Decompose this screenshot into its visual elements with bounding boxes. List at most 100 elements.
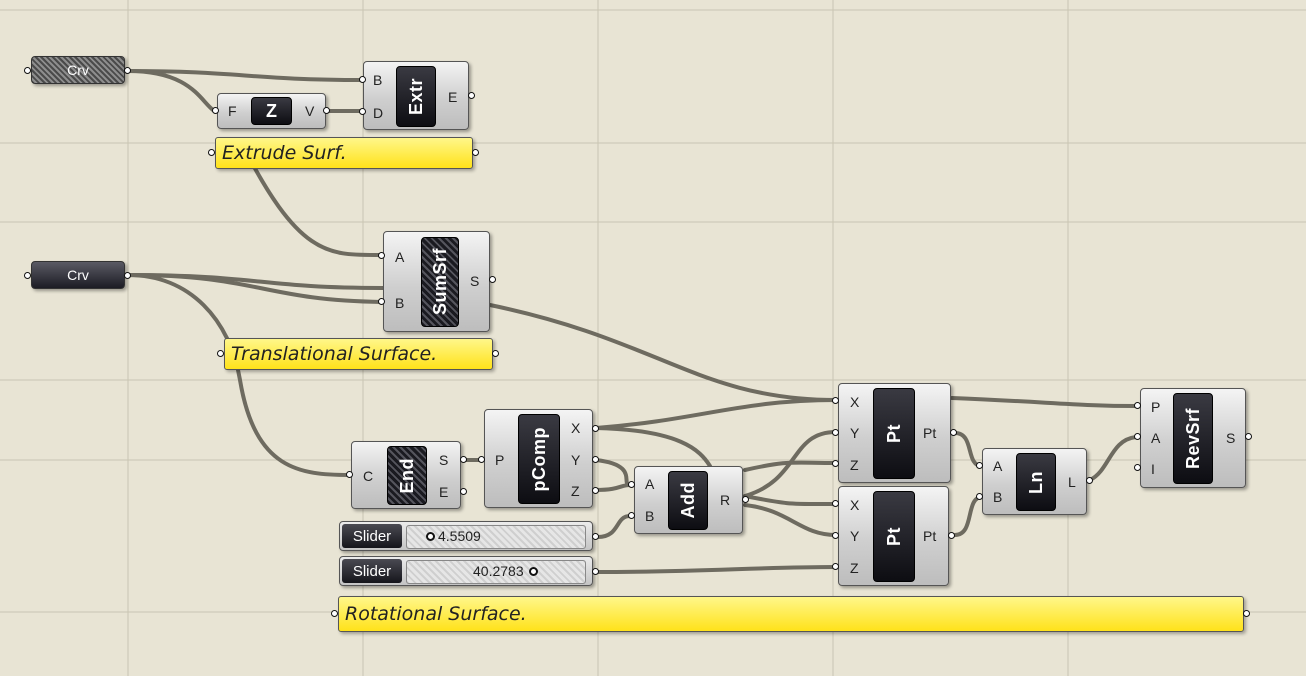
input-grip[interactable] — [24, 272, 31, 279]
component-core: Add — [668, 471, 708, 530]
output-label: L — [1068, 474, 1076, 490]
slider-track[interactable] — [406, 525, 586, 549]
slider-track[interactable] — [406, 560, 586, 584]
construct-point-component-2[interactable]: X Y Z Pt Pt — [838, 486, 949, 586]
output-label: R — [720, 492, 731, 508]
input-grip[interactable] — [331, 610, 338, 617]
note-rotational[interactable]: Rotational Surface. — [338, 596, 1244, 632]
line-component[interactable]: A B Ln L — [982, 448, 1087, 515]
end-points-component[interactable]: C End S E — [351, 441, 461, 509]
input-label: A — [395, 249, 405, 265]
note-extrude[interactable]: Extrude Surf. — [215, 137, 473, 169]
output-grip[interactable] — [950, 429, 957, 436]
output-grip[interactable] — [592, 568, 599, 575]
input-grip[interactable] — [832, 460, 839, 467]
output-grip[interactable] — [489, 276, 496, 283]
curve-param[interactable]: Crv — [31, 56, 125, 84]
component-core: RevSrf — [1173, 393, 1213, 484]
input-grip[interactable] — [1134, 433, 1141, 440]
decompose-point-component[interactable]: P pComp X Y Z — [484, 409, 593, 508]
output-label: X — [571, 420, 581, 436]
extrude-component[interactable]: B D Extr E — [363, 61, 469, 130]
input-grip[interactable] — [378, 252, 385, 259]
output-grip[interactable] — [592, 533, 599, 540]
input-grip[interactable] — [24, 67, 31, 74]
number-slider[interactable]: Slider 40.2783 — [339, 556, 593, 586]
output-grip[interactable] — [460, 488, 467, 495]
component-core: pComp — [518, 414, 560, 504]
input-grip[interactable] — [628, 481, 635, 488]
input-grip[interactable] — [976, 462, 983, 469]
slider-value: 40.2783 — [473, 563, 524, 579]
output-grip[interactable] — [1243, 610, 1250, 617]
input-label: Z — [850, 560, 859, 576]
output-grip[interactable] — [472, 149, 479, 156]
input-grip[interactable] — [832, 500, 839, 507]
output-grip[interactable] — [124, 67, 131, 74]
output-grip[interactable] — [468, 92, 475, 99]
input-grip[interactable] — [832, 397, 839, 404]
component-core: Extr — [396, 66, 436, 127]
output-label: E — [448, 89, 458, 105]
output-label: Y — [571, 452, 581, 468]
component-name: SumSrf — [429, 248, 450, 316]
output-label: E — [439, 484, 449, 500]
unit-z-component[interactable]: F Z V — [217, 93, 326, 129]
output-grip[interactable] — [948, 532, 955, 539]
input-label: F — [228, 103, 237, 119]
output-grip[interactable] — [742, 496, 749, 503]
curve-param[interactable]: Crv — [31, 261, 125, 289]
output-grip[interactable] — [492, 350, 499, 357]
note-translational[interactable]: Translational Surface. — [224, 338, 493, 370]
input-label: B — [395, 295, 405, 311]
component-name: Pt — [883, 527, 904, 546]
input-label: X — [850, 497, 860, 513]
input-grip[interactable] — [478, 456, 485, 463]
output-grip[interactable] — [592, 487, 599, 494]
output-grip[interactable] — [460, 456, 467, 463]
input-grip[interactable] — [628, 512, 635, 519]
input-grip[interactable] — [378, 298, 385, 305]
component-core: Z — [251, 97, 292, 125]
slider-name: Slider — [342, 559, 402, 583]
revolution-surface-component[interactable]: P A I RevSrf S — [1140, 388, 1246, 488]
component-name: pComp — [528, 426, 549, 492]
construct-point-component-1[interactable]: X Y Z Pt Pt — [838, 383, 951, 483]
input-grip[interactable] — [1134, 402, 1141, 409]
component-name: End — [396, 457, 417, 494]
output-grip[interactable] — [1086, 477, 1093, 484]
input-grip[interactable] — [217, 350, 224, 357]
slider-value-row: 4.5509 — [426, 525, 481, 547]
component-name: Ln — [1025, 470, 1046, 494]
component-name: Z — [266, 100, 277, 121]
sum-surface-component[interactable]: A B SumSrf S — [383, 231, 490, 332]
slider-knob[interactable] — [426, 531, 435, 541]
output-grip[interactable] — [323, 107, 330, 114]
input-label: D — [373, 105, 384, 121]
input-grip[interactable] — [212, 107, 219, 114]
component-name: Pt — [883, 424, 904, 443]
output-grip[interactable] — [592, 456, 599, 463]
output-grip[interactable] — [1245, 433, 1252, 440]
input-grip[interactable] — [359, 108, 366, 115]
addition-component[interactable]: A B Add R — [634, 466, 743, 534]
input-label: Y — [850, 528, 860, 544]
input-grip[interactable] — [346, 471, 353, 478]
input-grip[interactable] — [976, 493, 983, 500]
slider-knob[interactable] — [528, 566, 538, 576]
output-grip[interactable] — [124, 272, 131, 279]
curve-param-label: Crv — [67, 62, 89, 78]
input-grip[interactable] — [832, 429, 839, 436]
input-grip[interactable] — [208, 149, 215, 156]
input-grip[interactable] — [832, 532, 839, 539]
input-label: I — [1151, 461, 1155, 477]
number-slider[interactable]: Slider 4.5509 — [339, 521, 593, 551]
output-grip[interactable] — [592, 425, 599, 432]
wires — [126, 69, 1138, 574]
component-name: Add — [677, 482, 698, 519]
input-grip[interactable] — [832, 563, 839, 570]
input-grip[interactable] — [359, 76, 366, 83]
input-grip[interactable] — [1134, 464, 1141, 471]
input-label: A — [993, 458, 1003, 474]
